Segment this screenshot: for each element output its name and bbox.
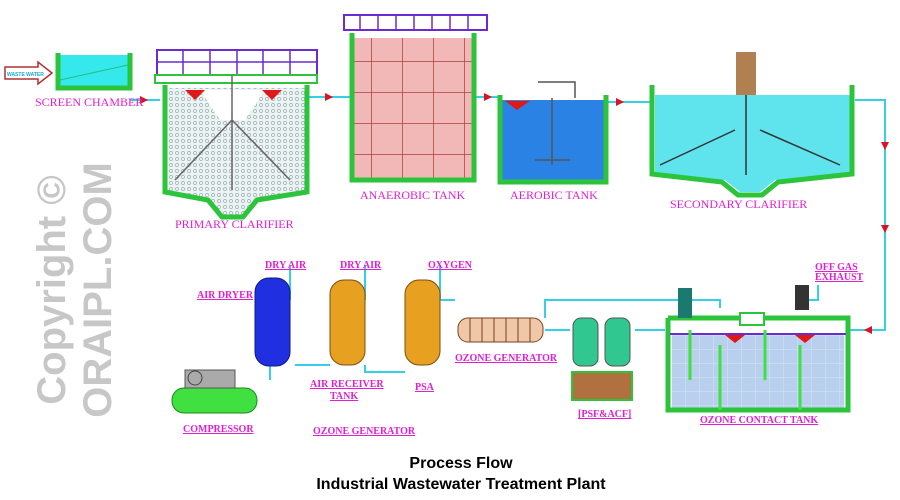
psa-vessel bbox=[404, 279, 441, 366]
ozone-generator-unit bbox=[457, 317, 544, 343]
secondary-clarifier-label: SECONDARY CLARIFIER bbox=[670, 197, 807, 211]
anaerobic-tank-label: ANAEROBIC TANK bbox=[360, 188, 465, 202]
air-dryer-label: AIR DRYER bbox=[197, 290, 254, 301]
screen-chamber-label: SCREEN CHAMBER bbox=[35, 95, 143, 109]
psa-label: PSA bbox=[415, 382, 435, 393]
psf-acf-filters bbox=[571, 317, 633, 401]
dry-air-label-2: DRY AIR bbox=[340, 260, 382, 271]
aerobic-tank bbox=[497, 81, 609, 185]
dry-air-label-1: DRY AIR bbox=[265, 260, 307, 271]
diagram-subtitle: Industrial Wastewater Treatment Plant bbox=[316, 476, 606, 493]
diagram-title: Process Flow bbox=[409, 455, 513, 472]
off-gas-label-1: OFF GAS bbox=[815, 262, 858, 273]
oxygen-label: OXYGEN bbox=[428, 260, 473, 271]
anaerobic-tank bbox=[343, 14, 488, 183]
waste-water-inlet-arrow: WASTE WATER bbox=[4, 60, 54, 86]
air-dryer-vessel bbox=[254, 277, 291, 367]
copyright-watermark: Copyright © ORAIPL.COM bbox=[30, 162, 120, 418]
secondary-clarifier bbox=[649, 52, 855, 198]
ozone-contact-tank-label: OZONE CONTACT TANK bbox=[700, 415, 818, 426]
ozone-generator-group-label: OZONE GENERATOR bbox=[313, 426, 416, 437]
ozone-contact-tank bbox=[665, 285, 851, 413]
ozone-generator-unit-label: OZONE GENERATOR bbox=[455, 353, 558, 364]
air-receiver-tank bbox=[329, 279, 366, 366]
off-gas-label-2: EXHAUST bbox=[815, 272, 864, 283]
psf-acf-label: [PSF&ACF] bbox=[578, 409, 631, 420]
waste-water-label: WASTE WATER bbox=[7, 72, 44, 78]
screen-chamber bbox=[55, 53, 133, 91]
air-receiver-label-2: TANK bbox=[330, 391, 358, 402]
flow-arrows bbox=[140, 93, 889, 334]
compressor bbox=[171, 369, 258, 414]
primary-clarifier-label: PRIMARY CLARIFIER bbox=[175, 217, 294, 231]
compressor-label: COMPRESSOR bbox=[183, 424, 254, 435]
air-receiver-label-1: AIR RECEIVER bbox=[310, 379, 384, 390]
aerobic-tank-label: AEROBIC TANK bbox=[510, 188, 598, 202]
primary-clarifier bbox=[154, 49, 318, 220]
